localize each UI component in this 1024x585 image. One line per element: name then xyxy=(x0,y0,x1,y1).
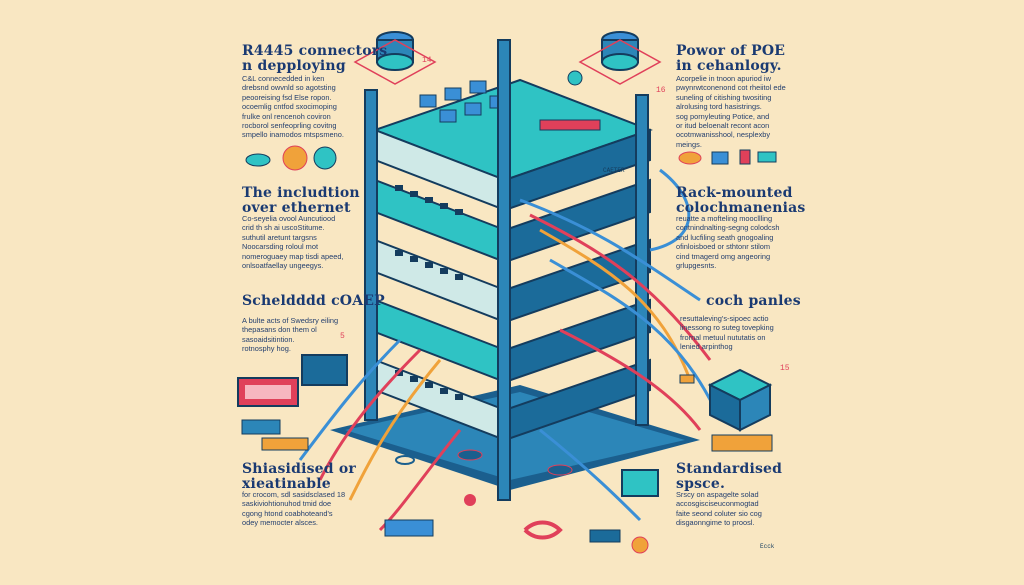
box-icon xyxy=(621,469,659,497)
panel-top-right-body: Acorpelie in tnoon apuriod iw pwynrwtcon… xyxy=(676,74,786,149)
connector-icon xyxy=(711,151,729,165)
panel-mid-right-title: Rack-mounted colochmanenias xyxy=(676,185,806,216)
floor-port xyxy=(547,464,573,476)
connector-icon xyxy=(757,151,777,163)
port-row xyxy=(395,185,463,400)
ram-stick-icon xyxy=(384,519,434,537)
panel-bottom-left-body: for crocom, sdl sasidsclased 18 saskivio… xyxy=(242,490,346,528)
rack-unit-1 xyxy=(372,78,653,212)
panel-bottom-right-body: Srscy on aspagelte solad accosgisciseuco… xyxy=(676,490,762,528)
module-icon xyxy=(261,437,309,451)
panel-mid-right-2-title: coch panles xyxy=(706,293,801,309)
panel-mid-left-2-body: A bulte acts of Swedsry eiling thepasans… xyxy=(242,316,339,354)
coin-icon xyxy=(678,151,702,165)
tag-16: 16 xyxy=(656,86,666,95)
patch-panel-icon xyxy=(237,377,299,407)
panel-mid-right-2-body: resuttaleving's-sipoec actio linessong r… xyxy=(680,314,774,352)
panel-top-left-title: R4445 connectors n depploying xyxy=(242,43,388,74)
fan-icon xyxy=(313,146,337,170)
rack-post xyxy=(497,39,511,501)
panel-mid-left-title: The includtion over ethernet xyxy=(242,185,360,216)
bead-icon xyxy=(567,70,583,86)
connector-icon xyxy=(679,374,695,384)
diamond-frame xyxy=(353,39,437,85)
panel-bottom-right-title: Standardised spsce. xyxy=(676,461,783,492)
ram-stick-icon xyxy=(711,434,773,452)
footer-mark: Ecck xyxy=(760,543,775,550)
panel-top-right-title: Powor of POE in cehanlogy. xyxy=(676,43,786,74)
coin-icon xyxy=(631,536,649,554)
fan-icon xyxy=(282,145,308,171)
connector-icon xyxy=(739,149,751,165)
module-icon xyxy=(241,419,281,435)
rack-post xyxy=(364,89,378,421)
tag-14: 14 xyxy=(422,56,432,65)
bead-icon xyxy=(464,494,476,506)
panel-mid-right-body: reuatte a mofteling moocllling contnindn… xyxy=(676,214,780,271)
cable-coil-icon xyxy=(523,520,563,540)
panel-mid-left-2-title: Scheldddd cOAEP xyxy=(242,293,385,309)
floor-ring xyxy=(395,455,415,465)
panel-bottom-left-title: Shiasidised or xieatinable xyxy=(242,461,356,492)
connector-icon xyxy=(589,529,621,543)
coil-icon xyxy=(601,31,639,71)
cable-bundle xyxy=(298,168,722,532)
cube-grid-icon xyxy=(707,368,773,432)
panel-top-left-body: C&L connecedded in ken drebsnd owvnld so… xyxy=(242,74,344,140)
tag-5: 5 xyxy=(340,332,345,341)
rack-label: CAETER xyxy=(603,167,625,174)
floor-port xyxy=(457,449,483,461)
panel-mid-left-body: Co-seyelia ovool Auncutiood crid th sh a… xyxy=(242,214,344,271)
diamond-frame xyxy=(578,39,662,85)
tag-15: 15 xyxy=(780,364,790,373)
disk-icon xyxy=(245,153,271,167)
switch-box-icon xyxy=(301,354,348,386)
